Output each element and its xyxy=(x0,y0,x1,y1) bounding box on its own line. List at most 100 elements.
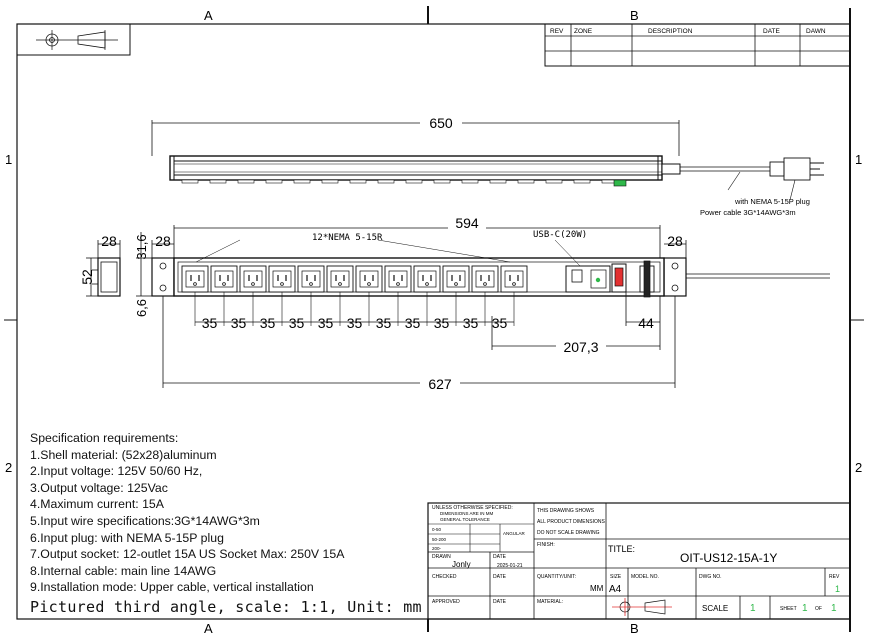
zone-header: ZONE xyxy=(574,28,593,35)
approved-label: APPROVED xyxy=(432,599,460,605)
outlet-face xyxy=(185,270,205,288)
dim-side-52: 52 xyxy=(79,269,95,285)
dim-end-left-28: 28 xyxy=(155,233,171,249)
dim-44: 44 xyxy=(638,315,654,331)
tolerance-title: UNLESS OTHERWISE SPECIFIED: xyxy=(432,505,513,511)
front-view: 594 28 28 31,6 6,6 12*NEMA 5-15R USB-C(2… xyxy=(134,215,830,392)
outlet-face xyxy=(272,270,292,288)
note-1: THIS DRAWING SHOWS xyxy=(537,508,595,514)
rev-header: REV xyxy=(550,28,564,35)
finish-label: FINISH: xyxy=(537,542,555,548)
rev-value: 1 xyxy=(835,584,840,594)
of-label: OF xyxy=(815,606,822,612)
spec-title: Specification requirements: xyxy=(30,431,179,445)
date-header: DATE xyxy=(763,28,781,35)
tol-row-3: 200- xyxy=(432,546,442,551)
date-label: DATE xyxy=(493,554,507,560)
dim-6-6: 6,6 xyxy=(134,299,149,317)
dim-594: 594 xyxy=(455,215,479,231)
outlet-ground xyxy=(222,282,226,286)
material-label: MATERIAL: xyxy=(537,599,563,605)
tolerance-sub1: DIMENSIONS ARE IN MM xyxy=(440,511,494,516)
outlet-face xyxy=(446,270,466,288)
zone-1-left: 1 xyxy=(5,152,12,167)
note-3: DO NOT SCALE DRAWING xyxy=(537,530,600,536)
zone-2-left: 2 xyxy=(5,460,12,475)
angular-label: ANGULAR xyxy=(503,531,526,536)
outlet xyxy=(355,265,383,293)
dim-207-3: 207,3 xyxy=(563,339,598,355)
dim-pitch-35: 35 xyxy=(231,315,247,331)
dim-pitch-35: 35 xyxy=(492,315,508,331)
usb-led xyxy=(595,277,601,283)
dim-pitch-35: 35 xyxy=(434,315,450,331)
title-block xyxy=(427,502,851,620)
usb-label: USB-C(20W) xyxy=(533,230,587,240)
green-indicator-top xyxy=(613,179,627,187)
cable-note: Power cable 3G*14AWG*3m xyxy=(700,208,796,217)
title-block-text: UNLESS OTHERWISE SPECIFIED: DIMENSIONS A… xyxy=(432,505,840,614)
projection-symbol-top xyxy=(16,23,131,56)
outlet-ground xyxy=(454,282,458,286)
size-value: A4 xyxy=(609,584,622,595)
sheet-label: SHEET xyxy=(780,606,797,612)
dim-31-6: 31,6 xyxy=(134,234,149,259)
model-label: MODEL NO. xyxy=(631,574,659,580)
tolerance-sub2: GENERAL TOLERANCE xyxy=(440,517,490,522)
quantity-value: MM xyxy=(590,584,604,593)
zone-a-bottom: A xyxy=(204,621,213,636)
dim-end-right-28: 28 xyxy=(667,233,683,249)
dim-pitch-35: 35 xyxy=(463,315,479,331)
zone-b-bottom: B xyxy=(630,621,639,636)
dim-pitch-35: 35 xyxy=(260,315,276,331)
outlet-ground xyxy=(309,282,313,286)
end-cap-left xyxy=(151,257,175,297)
outlet xyxy=(442,265,470,293)
drawn-value: Jonly xyxy=(452,560,471,569)
outlet-face xyxy=(417,270,437,288)
approved-date-label: DATE xyxy=(493,599,507,605)
zone-2-right: 2 xyxy=(855,460,862,475)
sheet-value: 1 xyxy=(802,603,808,614)
dim-pitch-35: 35 xyxy=(376,315,392,331)
title-label: TITLE: xyxy=(608,544,635,554)
top-view: 650 with NEMA 5-15P pl xyxy=(151,115,824,217)
outlet xyxy=(500,265,528,293)
outlet-ground xyxy=(512,282,516,286)
outlet-face xyxy=(243,270,263,288)
spec-item: 8.Internal cable: main line 14AWG xyxy=(30,563,217,578)
scale-value: 1 xyxy=(750,603,756,614)
size-label: SIZE xyxy=(610,574,622,580)
revision-table: REV ZONE DESCRIPTION DATE DAWN xyxy=(544,23,851,67)
spec-item: 9.Installation mode: Upper cable, vertic… xyxy=(30,580,314,595)
spec-item: 7.Output socket: 12-outlet 15A US Socket… xyxy=(30,547,345,562)
outlet-face xyxy=(359,270,379,288)
tol-row-1: 0-50 xyxy=(432,527,442,532)
outlet-face xyxy=(388,270,408,288)
outlet-row xyxy=(181,265,528,293)
scale-label: SCALE xyxy=(702,604,728,613)
dim-pitch-35: 35 xyxy=(202,315,218,331)
outlet xyxy=(181,265,209,293)
spec-item: 6.Input plug: with NEMA 5-15P plug xyxy=(30,530,224,545)
dwg-label: DWG NO. xyxy=(699,574,722,580)
outlet xyxy=(413,265,441,293)
side-profile xyxy=(97,257,121,297)
outlet-ground xyxy=(193,282,197,286)
description-header: DESCRIPTION xyxy=(648,28,693,35)
outlet-face xyxy=(504,270,524,288)
dawn-header: DAWN xyxy=(806,28,826,35)
of-value: 1 xyxy=(831,603,837,614)
outlet-ground xyxy=(338,282,342,286)
zone-1-right: 1 xyxy=(855,152,862,167)
outlet-ground xyxy=(425,282,429,286)
checked-date-label: DATE xyxy=(493,574,507,580)
plug-note: with NEMA 5-15P plug xyxy=(734,197,810,206)
pdu-body-top xyxy=(169,155,663,181)
dim-650: 650 xyxy=(429,115,453,131)
outlet-face xyxy=(330,270,350,288)
zone-b-top: B xyxy=(630,8,639,23)
dim-pitch-35: 35 xyxy=(405,315,421,331)
